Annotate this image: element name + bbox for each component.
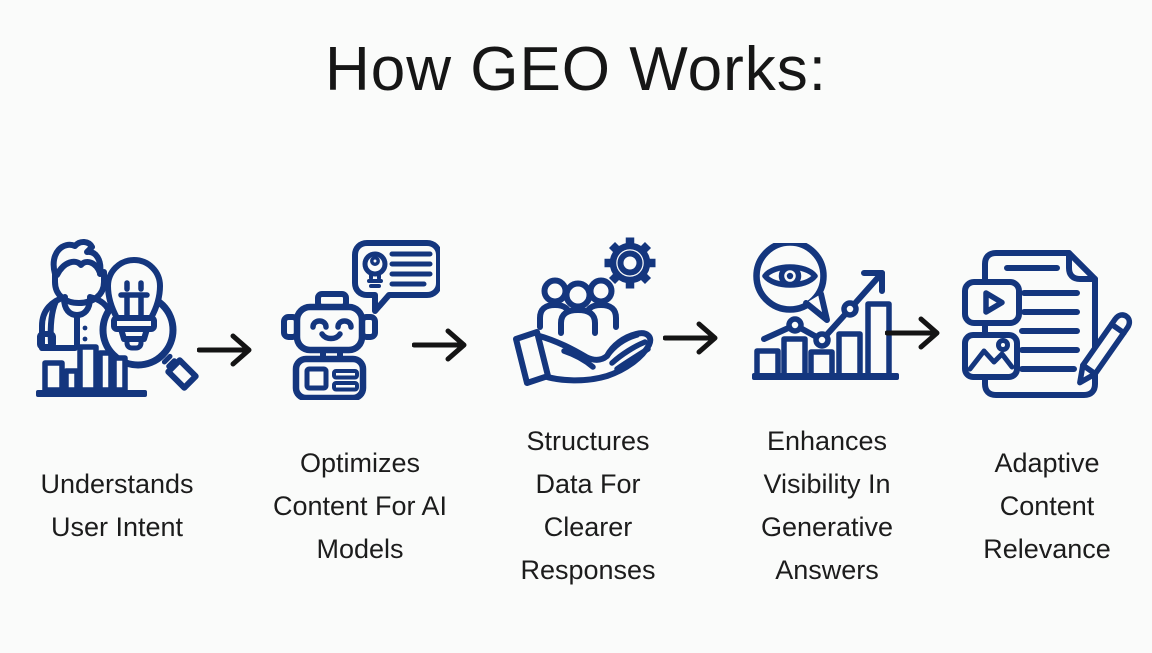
eye-chart-growth-icon xyxy=(752,243,899,380)
step-structures-data: Structures Data For Clearer Responses xyxy=(478,233,698,605)
step-label: Structures Data For Clearer Responses xyxy=(520,426,656,585)
arrow-right-icon xyxy=(412,328,467,362)
hand-people-gear-icon xyxy=(513,237,656,386)
step-understands-user-intent: Understands User Intent xyxy=(7,233,227,605)
step-optimizes-content: Optimizes Content For AI Models xyxy=(250,233,470,605)
step-label: Adaptive Content Relevance xyxy=(983,447,1111,564)
page-title: How GEO Works: xyxy=(324,35,828,104)
step-label: Optimizes Content For AI Models xyxy=(272,447,448,564)
step-label: Enhances Visibility In Generative Answer… xyxy=(760,426,894,585)
arrow-right-icon xyxy=(197,333,252,367)
document-media-pencil-icon xyxy=(962,250,1133,398)
step-label: Understands User Intent xyxy=(40,469,194,542)
step-adaptive-relevance: Adaptive Content Relevance xyxy=(937,233,1152,605)
arrow-right-icon xyxy=(885,316,940,350)
robot-chat-icon xyxy=(281,240,440,400)
step-enhances-visibility: Enhances Visibility In Generative Answer… xyxy=(717,233,937,605)
person-lightbulb-magnifier-icon xyxy=(36,239,199,397)
arrow-right-icon xyxy=(663,321,718,355)
